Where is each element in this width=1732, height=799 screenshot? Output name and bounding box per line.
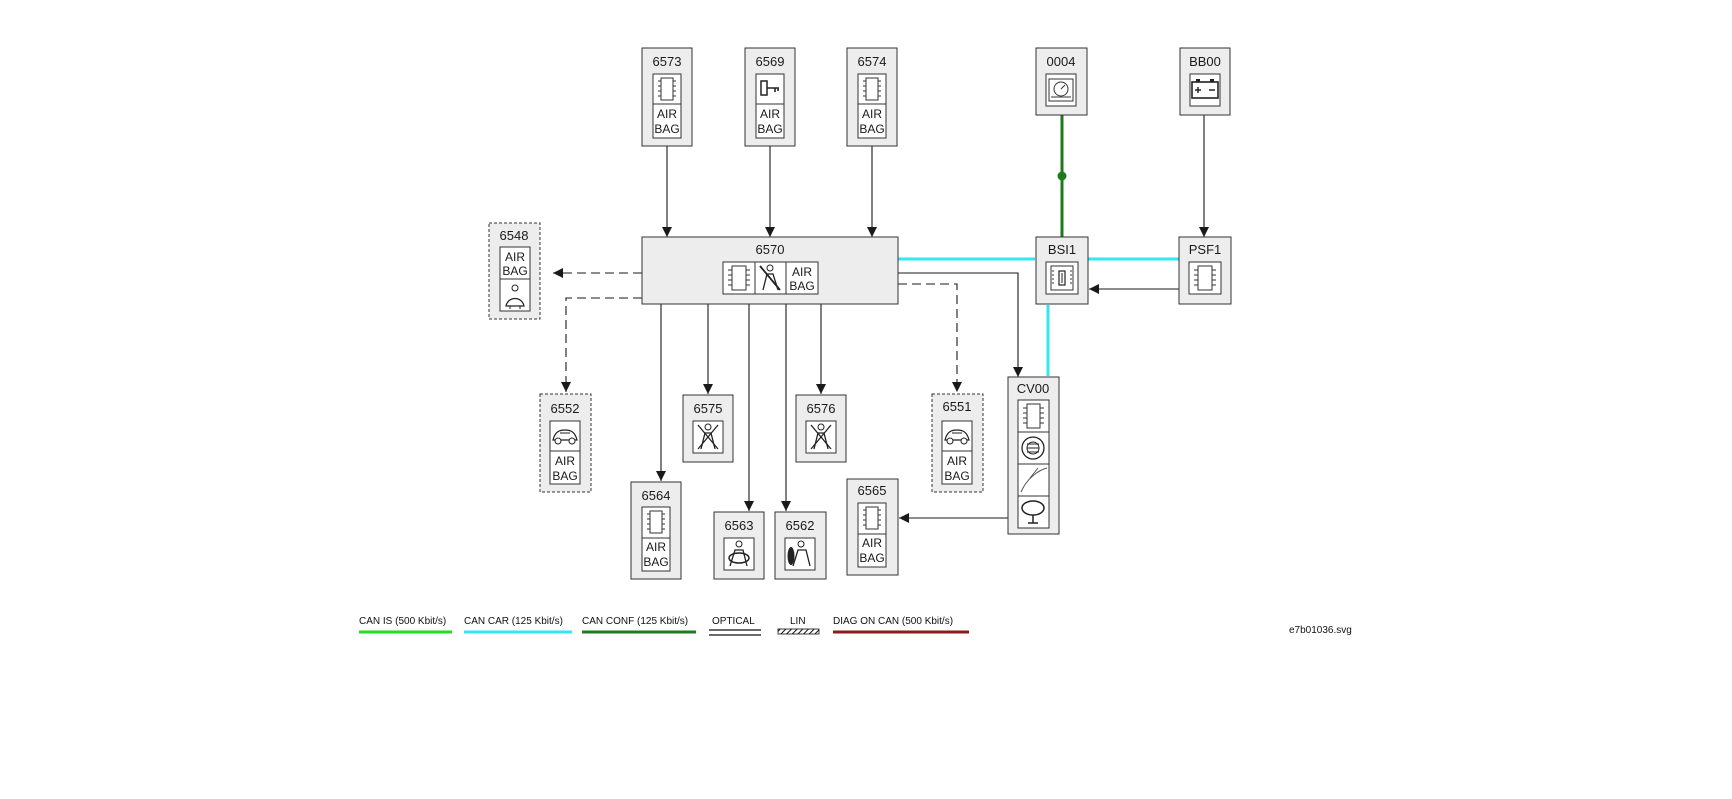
seatbelt-passenger-icon	[754, 261, 787, 295]
file-name: e7b01036.svg	[1289, 625, 1352, 636]
ecu-chip-icon	[652, 73, 682, 105]
legend-label: CAN CAR (125 Kbit/s)	[464, 616, 563, 627]
legend-label: CAN IS (500 Kbit/s)	[359, 616, 446, 627]
ecu-chip-icon	[1188, 261, 1222, 295]
airbag-label-2: BAG	[859, 122, 884, 136]
ecu-chip-icon	[641, 506, 671, 539]
module-code: 6575	[694, 401, 723, 416]
airbag-label-2: BAG	[859, 551, 884, 565]
module-0004[interactable]: 0004	[1035, 47, 1088, 116]
airbag-label-2: BAG	[789, 279, 814, 293]
module-code: 6562	[786, 518, 815, 533]
module-code: PSF1	[1189, 242, 1222, 257]
module-code: 6552	[551, 401, 580, 416]
bus-lines	[898, 115, 1179, 376]
airbag-label-1: AIR	[862, 536, 882, 550]
legend-item-can-conf: CAN CONF (125 Kbit/s)	[582, 616, 696, 634]
module-code: BB00	[1189, 54, 1221, 69]
module-6575[interactable]: 6575	[682, 394, 734, 463]
seatbelt-pretensioner-icon	[805, 420, 837, 454]
side-impact-car-icon	[549, 420, 581, 452]
legend-label: OPTICAL	[712, 616, 755, 627]
airbag-label-2: BAG	[944, 469, 969, 483]
module-6552[interactable]: 6552 AIR BAG	[539, 393, 592, 493]
wire-6570-cv00	[898, 272, 1023, 377]
ecu-chip-icon	[722, 261, 756, 295]
module-code: 6569	[756, 54, 785, 69]
module-bsi1[interactable]: BSI1	[1035, 236, 1089, 305]
module-6564[interactable]: 6564 AIR BAG	[630, 481, 682, 580]
module-6576[interactable]: 6576	[795, 394, 847, 463]
airbag-label-1: AIR	[646, 540, 666, 554]
wire-lines	[656, 115, 1209, 523]
module-6562[interactable]: 6562	[774, 511, 827, 580]
wire-6570-6552	[561, 297, 642, 392]
airbag-label-2: BAG	[552, 469, 577, 483]
module-6565[interactable]: 6565 AIR BAG	[846, 478, 899, 576]
legend-item-can-car: CAN CAR (125 Kbit/s)	[464, 616, 572, 634]
airbag-label-1: AIR	[760, 107, 780, 121]
module-code: 6548	[500, 228, 529, 243]
horn-icon	[1017, 495, 1050, 529]
module-code: 6573	[653, 54, 682, 69]
airbag-label-2: BAG	[643, 555, 668, 569]
airbag-label-2: BAG	[757, 122, 782, 136]
passenger-airbag-icon	[784, 537, 816, 571]
airbag-label-1: AIR	[555, 454, 575, 468]
wiper-icon	[1017, 463, 1050, 497]
module-code: 6574	[858, 54, 887, 69]
radio-control-icon	[1017, 431, 1050, 465]
module-code: 6563	[725, 518, 754, 533]
module-psf1[interactable]: PSF1	[1178, 236, 1232, 305]
legend-label: LIN	[790, 616, 806, 627]
legend-item-can-is: CAN IS (500 Kbit/s)	[359, 616, 452, 634]
legend-item-diag-on-can: DIAG ON CAN (500 Kbit/s)	[833, 616, 969, 634]
dashed-lines	[553, 268, 962, 392]
module-6569[interactable]: 6569 AIR BAG	[744, 47, 796, 147]
module-6563[interactable]: 6563	[713, 511, 765, 580]
module-code: 6570	[756, 242, 785, 257]
airbag-label-1: AIR	[792, 265, 812, 279]
driver-airbag-icon	[723, 537, 755, 571]
legend: CAN IS (500 Kbit/s) CAN CAR (125 Kbit/s)…	[359, 616, 969, 636]
legend-label: DIAG ON CAN (500 Kbit/s)	[833, 616, 953, 627]
battery-icon	[1189, 73, 1221, 107]
module-code: 6564	[642, 488, 671, 503]
airbag-label-1: AIR	[505, 250, 525, 264]
module-code: 6551	[943, 399, 972, 414]
legend-swatch	[777, 628, 820, 635]
ecu-chip-icon	[857, 73, 887, 105]
ecu-chip-icon	[1017, 399, 1050, 433]
module-code: 6565	[858, 483, 887, 498]
module-6573[interactable]: 6573 AIR BAG	[641, 47, 693, 147]
airbag-label-2: BAG	[654, 122, 679, 136]
module-6574[interactable]: 6574 AIR BAG	[846, 47, 898, 147]
legend-item-lin: LIN	[777, 616, 820, 635]
airbag-label-1: AIR	[657, 107, 677, 121]
curtain-airbag-icon	[499, 278, 531, 312]
module-code: 0004	[1047, 54, 1076, 69]
airbag-label-1: AIR	[862, 107, 882, 121]
wire-6570-6551	[898, 283, 962, 392]
instrument-gauge-icon	[1045, 73, 1077, 107]
fuse-box-icon	[1045, 261, 1079, 295]
module-cv00[interactable]: CV00	[1007, 376, 1060, 535]
module-code: BSI1	[1048, 242, 1076, 257]
module-code: 6576	[807, 401, 836, 416]
airbag-label-1: AIR	[947, 454, 967, 468]
module-6551[interactable]: 6551 AIR BAG	[931, 393, 984, 493]
module-6570[interactable]: 6570 AIR BAG	[641, 236, 899, 305]
legend-item-optical: OPTICAL	[709, 616, 761, 636]
seatbelt-pretensioner-icon	[692, 420, 724, 454]
ecu-chip-icon	[857, 502, 887, 535]
airbag-label-2: BAG	[502, 264, 527, 278]
legend-label: CAN CONF (125 Kbit/s)	[582, 616, 688, 627]
key-icon	[755, 73, 785, 105]
can-conf-node	[1057, 171, 1067, 181]
module-6548[interactable]: 6548 AIR BAG	[488, 222, 541, 320]
side-impact-car-icon	[941, 420, 973, 452]
module-bb00[interactable]: BB00	[1179, 47, 1231, 116]
module-code: CV00	[1017, 381, 1050, 396]
